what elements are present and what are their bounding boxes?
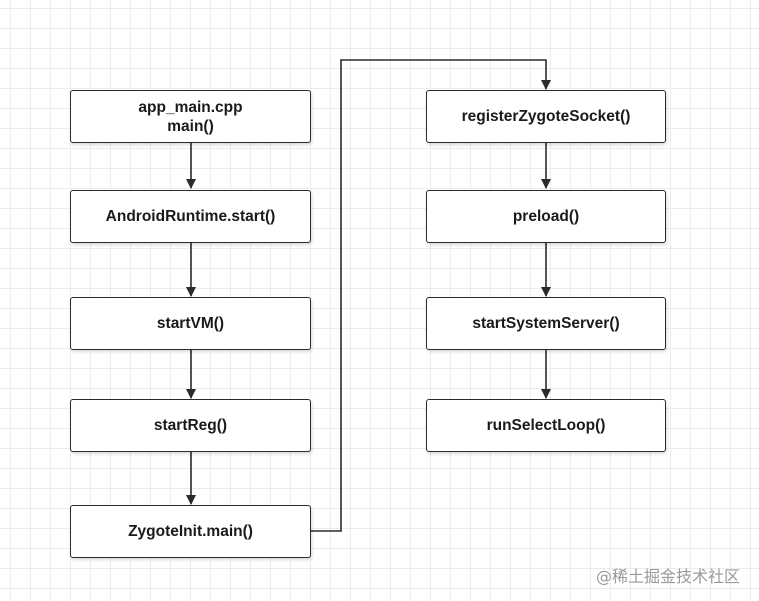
node-preload-label: preload() — [512, 208, 580, 225]
node-start-system-server-label: startSystemServer() — [472, 315, 620, 332]
node-start-reg: startReg() — [70, 399, 311, 452]
node-start-reg-label: startReg() — [153, 417, 228, 434]
node-zygote-init-main: ZygoteInit.main() — [70, 505, 311, 558]
node-start-vm-label: startVM() — [156, 315, 225, 332]
node-app-main-file: app_main.cpp — [138, 98, 243, 116]
node-run-select-loop: runSelectLoop() — [426, 399, 666, 452]
node-preload: preload() — [426, 190, 666, 243]
node-app-main: app_main.cpp main() — [70, 90, 311, 143]
node-zygote-init-main-label: ZygoteInit.main() — [128, 523, 253, 540]
node-app-main-function: main() — [167, 117, 214, 135]
node-start-vm: startVM() — [70, 297, 311, 350]
node-register-zygote-socket-label: registerZygoteSocket() — [461, 108, 631, 125]
node-register-zygote-socket: registerZygoteSocket() — [426, 90, 666, 143]
node-start-system-server: startSystemServer() — [426, 297, 666, 350]
node-run-select-loop-label: runSelectLoop() — [486, 417, 606, 434]
watermark: @稀土掘金技术社区 — [596, 567, 741, 586]
node-runtime-start-label: AndroidRuntime.start() — [105, 208, 276, 225]
node-runtime-start: AndroidRuntime.start() — [70, 190, 311, 243]
